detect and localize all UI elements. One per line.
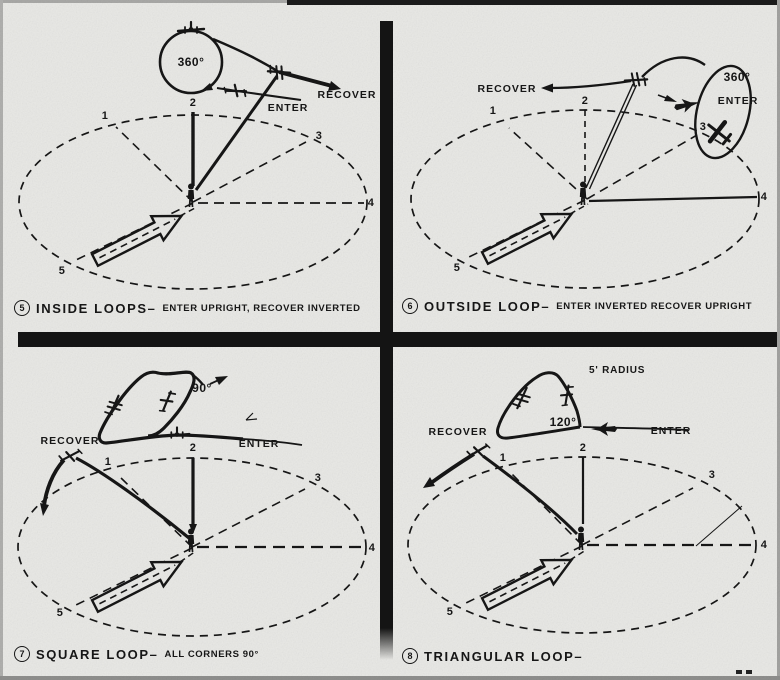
airplane-dive-icon [154, 388, 178, 416]
launch-direction-arrow-icon [87, 202, 189, 274]
inside-loops-diagram: 360° 1 2 3 4 5 ENTER RECOVER [18, 20, 377, 290]
point-1-label: 1 [500, 452, 507, 464]
point-2-label: 2 [190, 97, 197, 109]
caption-title: INSIDE LOOPS– [36, 300, 157, 316]
loop-degree-label: 360° [724, 70, 751, 84]
recover-arrowhead-icon [541, 83, 553, 93]
point-2-label: 2 [190, 442, 197, 454]
airplane-enter-icon [591, 422, 617, 436]
radial-lines [466, 110, 758, 259]
caption-title: OUTSIDE LOOP– [424, 298, 551, 314]
point-3-label: 3 [316, 130, 323, 142]
airplane-top-view-icon [701, 116, 736, 151]
launch-direction-arrow-icon [87, 548, 189, 620]
point-3-label: 3 [700, 121, 707, 133]
caption-title: SQUARE LOOP– [36, 646, 159, 662]
caption-square-loop: 7 SQUARE LOOP– ALL CORNERS 90° [14, 646, 259, 662]
outside-loop-diagram: 360° 1 2 3 4 5 ENTER RECOVER [410, 56, 768, 289]
control-line [75, 456, 191, 540]
loop-degree-label: 360° [178, 55, 205, 69]
pointer-arrowhead-icon [664, 95, 677, 102]
square-loop-diagram: 90° 1 2 3 4 5 ENTER RECOVER [17, 370, 376, 637]
point-5-label: 5 [57, 607, 64, 619]
caption-inside-loops: 5 INSIDE LOOPS– ENTER UPRIGHT, RECOVER I… [14, 300, 361, 316]
point-3-label: 3 [315, 472, 322, 484]
point-1-label: 1 [105, 456, 112, 468]
page-edge-left [0, 0, 3, 680]
recover-label: RECOVER [41, 435, 100, 447]
point-4-label: 4 [369, 542, 376, 554]
axis-dashes [569, 549, 587, 561]
axis-dashes [569, 203, 589, 215]
point-2-label: 2 [582, 95, 589, 107]
point-4-label: 4 [761, 191, 768, 203]
launch-direction-arrow-icon [477, 546, 579, 618]
point-1-label: 1 [102, 110, 109, 122]
caption-outside-loop: 6 OUTSIDE LOOP– ENTER INVERTED RECOVER U… [402, 298, 752, 314]
point-5-label: 5 [454, 262, 461, 274]
point-4-label: 4 [761, 539, 768, 551]
recover-label: RECOVER [478, 83, 537, 95]
corner-degree-label: 120° [550, 415, 577, 429]
caption-title: TRIANGULAR LOOP– [424, 648, 584, 664]
caption-subtitle: ENTER INVERTED RECOVER UPRIGHT [556, 300, 753, 312]
page-edge-bottom [0, 676, 780, 680]
page-edge-top-dark [287, 0, 780, 5]
enter-label: ENTER [268, 102, 309, 114]
corner-arrowhead-icon [215, 376, 228, 385]
radius-label: 5' RADIUS [589, 365, 645, 376]
point-4-label: 4 [368, 197, 375, 209]
figure-number-badge: 5 [14, 300, 30, 316]
point-2-label: 2 [580, 442, 587, 454]
airplane-exit-icon [265, 62, 293, 83]
horizontal-divider-bar [18, 332, 780, 347]
axis-dashes [179, 206, 198, 217]
caption-triangular-loop: 8 TRIANGULAR LOOP– [402, 648, 589, 664]
launch-direction-arrow-icon [477, 200, 579, 272]
figure-number-badge: 8 [402, 648, 418, 664]
enter-label: ENTER [718, 95, 759, 107]
figure-number-badge: 7 [14, 646, 30, 662]
corner-degree-label: 90° [192, 381, 212, 395]
point-5-label: 5 [59, 265, 66, 277]
control-lines [585, 83, 638, 190]
enter-label: ENTER [239, 438, 280, 450]
caption-subtitle: ALL CORNERS 90° [164, 648, 259, 660]
point-5-label: 5 [447, 606, 454, 618]
recover-label: RECOVER [318, 89, 377, 101]
figure-number-badge: 6 [402, 298, 418, 314]
point-1-label: 1 [490, 105, 497, 117]
axis-dashes [179, 550, 197, 563]
page-corner-mark [736, 670, 754, 674]
caption-subtitle: ENTER UPRIGHT, RECOVER INVERTED [162, 302, 361, 314]
triangular-loop-diagram: 5' RADIUS 120° 1 2 3 4 5 ENTER RECOVER [407, 365, 768, 634]
recover-arrowhead-icon [40, 503, 49, 516]
point-3-label: 3 [709, 469, 716, 481]
control-line [482, 454, 579, 536]
enter-label: ENTER [651, 425, 692, 437]
recover-label: RECOVER [429, 426, 488, 438]
airplane-enter-icon [222, 82, 248, 99]
